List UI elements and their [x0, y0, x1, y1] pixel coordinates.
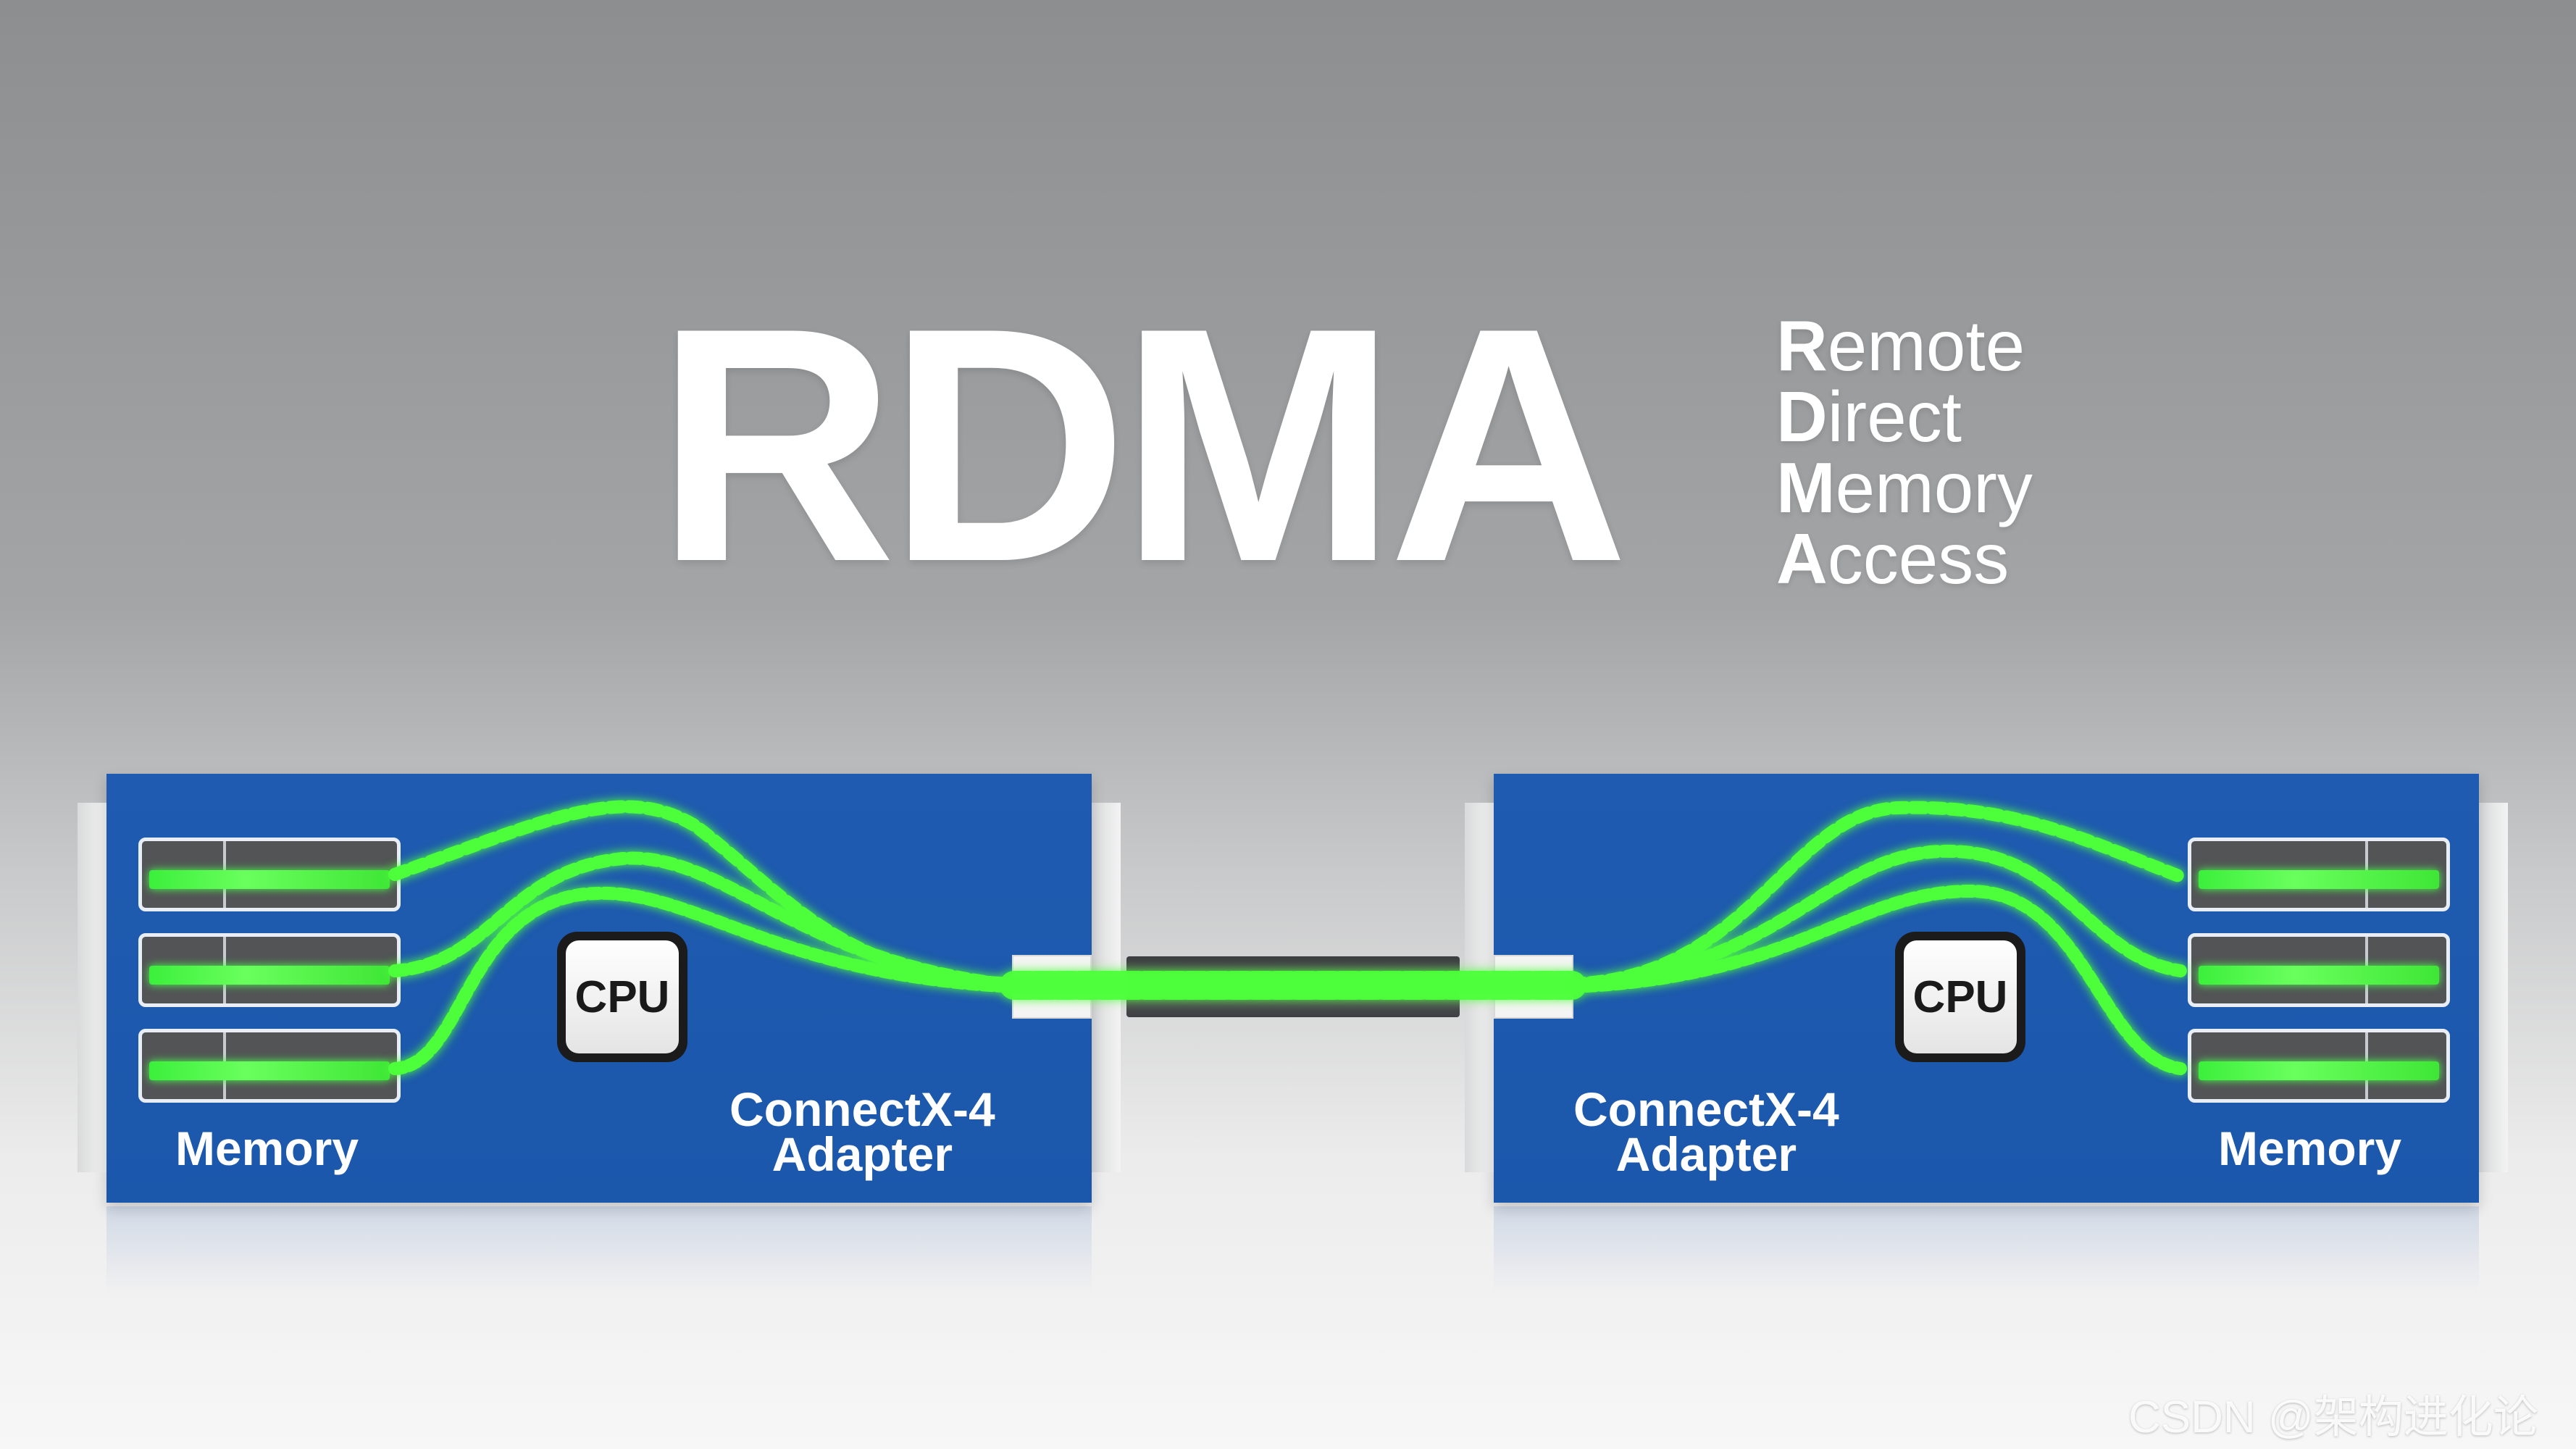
cpu-chip: CPU [1895, 932, 2025, 1062]
right-adapter-port [1494, 955, 1573, 1019]
adapter-label: ConnectX-4 Adapter [729, 1082, 995, 1181]
acronym-line-memory: Memory [1776, 448, 2033, 527]
right-server: CPU Memory ConnectX-4 Adapter [1494, 774, 2479, 1203]
acronym-line-direct: Direct [1776, 377, 1962, 456]
cpu-label: CPU [566, 940, 679, 1053]
memory-module [2188, 1029, 2450, 1103]
acronym-line-remote: Remote [1776, 306, 2025, 385]
memory-module [138, 933, 401, 1007]
memory-label: Memory [175, 1122, 359, 1175]
right-server-edge-left [1465, 803, 1494, 1172]
cpu-chip: CPU [557, 932, 687, 1062]
right-server-reflection [1494, 1206, 2479, 1293]
left-server: CPU Memory ConnectX-4 Adapter [106, 774, 1092, 1203]
rdma-title: RDMA [656, 259, 1629, 631]
left-adapter-port [1012, 955, 1092, 1019]
left-server-edge-right [1092, 803, 1121, 1172]
acronym-expansion: Remote Direct Memory Access [1776, 310, 2033, 594]
memory-module [2188, 838, 2450, 911]
memory-module [2188, 933, 2450, 1007]
left-server-reflection [106, 1206, 1092, 1293]
cpu-label: CPU [1904, 940, 2017, 1053]
memory-module [138, 838, 401, 911]
adapter-label: ConnectX-4 Adapter [1573, 1082, 1839, 1181]
acronym-line-access: Access [1776, 519, 2010, 598]
network-cable [1126, 956, 1460, 1017]
memory-module [138, 1029, 401, 1103]
watermark: CSDN @架构进化论 [2128, 1392, 2538, 1442]
memory-label: Memory [2218, 1122, 2402, 1175]
left-server-edge [78, 803, 106, 1172]
right-server-edge [2479, 803, 2508, 1172]
